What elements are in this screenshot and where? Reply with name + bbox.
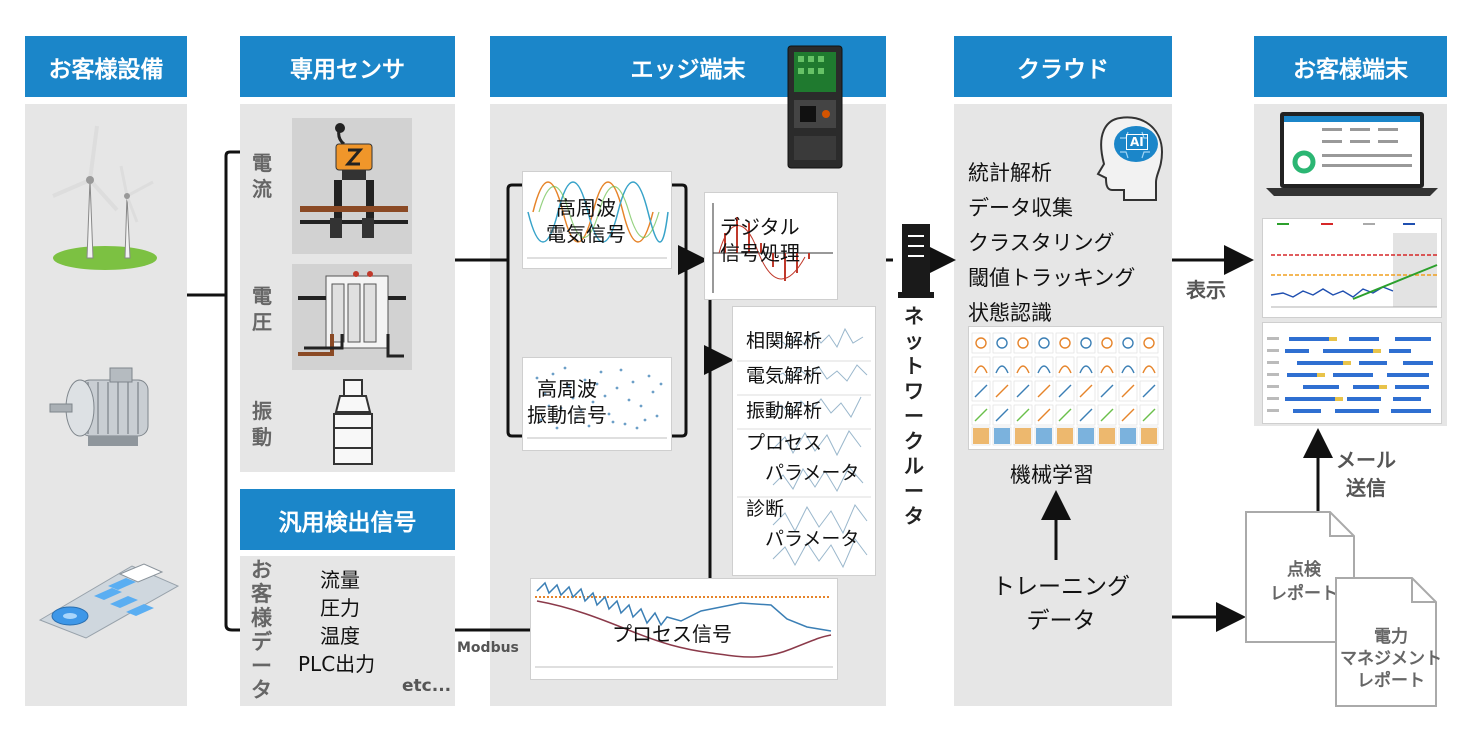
wind-turbine-icon: [52, 125, 157, 270]
label-machine-learning: 機械学習: [1010, 463, 1094, 487]
water-treatment-plant-icon: [38, 563, 180, 639]
hf-vibration-signal-chart: [522, 357, 672, 451]
status-timeline-chart: [1262, 322, 1442, 424]
process-signal-chart: [530, 578, 838, 680]
header-dedicated-sensor: 専用センサ: [240, 36, 455, 97]
label-inspection-report: 点検 レポート: [1270, 560, 1338, 604]
customer-data-item-temperature: 温度: [320, 624, 360, 648]
analysis-item-electric: 電気解析: [746, 365, 823, 387]
analysis-panel: [732, 306, 876, 576]
label-vibration: 振 動: [252, 399, 272, 449]
header-cloud: クラウド: [954, 36, 1172, 97]
label-mail-send: メール 送信: [1336, 448, 1396, 500]
label-current: 電 流: [252, 151, 272, 201]
laptop-icon: [1266, 112, 1438, 196]
cloud-item-threshold-tracking: 閾値トラッキング: [968, 266, 1136, 290]
motor-icon: [49, 367, 149, 446]
cloud-item-data-collection: データ収集: [968, 196, 1073, 220]
header-general-signal: 汎用検出信号: [240, 489, 455, 550]
customer-data-item-flow: 流量: [320, 568, 360, 592]
power-management-report-icon: [1335, 577, 1437, 707]
trend-chart: [1262, 218, 1442, 318]
label-training-data: トレーニング データ: [992, 574, 1130, 634]
label-modbus: Modbus: [457, 640, 519, 656]
ai-head-icon: [1096, 116, 1164, 201]
header-customer-terminal: お客様端末: [1254, 36, 1447, 97]
analysis-item-diagnostic-params: 診断 パラメータ: [746, 498, 860, 550]
cloud-item-clustering: クラスタリング: [968, 231, 1115, 255]
label-hf-vibration: 高周波 振動信号: [527, 377, 607, 427]
hf-electric-signal-chart: [522, 171, 672, 269]
current-sensor-icon: [292, 118, 412, 254]
cloud-item-state-recognition: 状態認識: [968, 301, 1052, 325]
analysis-item-vibration: 振動解析: [746, 400, 823, 422]
vibration-sensor-icon: [333, 379, 373, 465]
ai-badge: AI: [1126, 134, 1148, 150]
cloud-item-statistics: 統計解析: [968, 161, 1052, 185]
voltage-sensor-icon: [292, 264, 412, 370]
digital-signal-processing-chart: [704, 192, 838, 300]
analysis-item-process-params: プロセス パラメータ: [746, 432, 860, 484]
label-hf-electric: 高周波 電気信号: [546, 196, 626, 246]
label-digital-processing: デジタル 信号処理: [720, 215, 800, 265]
customer-data-etc: etc...: [402, 676, 452, 696]
header-customer-equipment: お客様設備: [25, 36, 187, 97]
label-voltage: 電 圧: [252, 284, 272, 334]
label-customer-data: お 客 様 デ ー タ: [251, 558, 272, 702]
analysis-item-correlation: 相関解析: [746, 330, 823, 352]
label-network-router: ネ ッ ト ワ ー ク ル ー タ: [904, 304, 924, 528]
customer-data-item-pressure: 圧力: [320, 596, 360, 620]
customer-data-item-plc: PLC出力: [298, 652, 376, 676]
label-display: 表示: [1186, 278, 1226, 302]
edge-device-icon: [787, 45, 843, 169]
machine-learning-chart-grid: [968, 326, 1164, 450]
label-power-management-report: 電力 マネジメント レポート: [1340, 627, 1442, 691]
label-process-signal: プロセス信号: [612, 622, 732, 646]
network-router-icon: [898, 224, 934, 298]
panel-general-signal: [240, 556, 455, 706]
